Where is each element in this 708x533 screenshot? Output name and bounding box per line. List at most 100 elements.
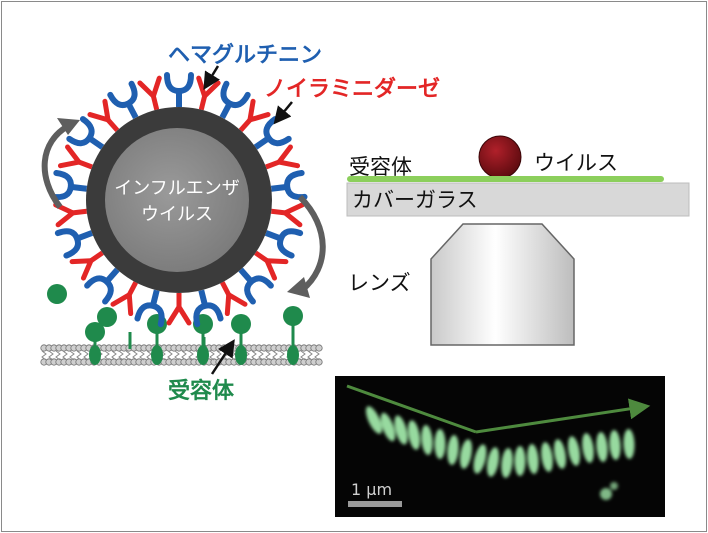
- neuraminidase-spike: [254, 250, 289, 281]
- trajectory-spot: [582, 433, 594, 463]
- lipid-tail: [139, 350, 145, 361]
- neuraminidase-spike: [137, 75, 162, 111]
- trajectory-spot: [486, 447, 500, 477]
- spike-head: [110, 292, 134, 317]
- lipid-tail: [76, 350, 82, 361]
- trajectory-spot: [380, 412, 396, 442]
- trajectory-spot: [596, 432, 608, 462]
- spike-head: [282, 202, 305, 228]
- trajectory-spot: [514, 446, 526, 476]
- lipid-tail: [118, 350, 124, 361]
- lipid-tail: [216, 350, 222, 361]
- spike-head: [284, 170, 308, 201]
- lipid-tail: [83, 350, 89, 361]
- stray-spot: [600, 488, 612, 500]
- spike-head: [264, 258, 289, 281]
- hemagglutinin-spike: [66, 116, 105, 150]
- spike-head: [69, 258, 94, 281]
- virus-particle: [478, 135, 522, 179]
- neuraminidase-spike: [87, 98, 120, 133]
- virus-spikes: [50, 72, 308, 328]
- hemagglutinin-spike: [253, 116, 292, 150]
- lipid-tail: [181, 350, 187, 361]
- spike-head: [137, 75, 162, 99]
- lipid-tail: [209, 350, 215, 361]
- objective-lens: [430, 223, 575, 346]
- receptor-head: [85, 322, 105, 342]
- spike-head: [276, 144, 301, 169]
- trajectory-spot: [609, 430, 621, 460]
- receptor-anchor: [235, 345, 247, 365]
- trajectory-arrow-2: [475, 398, 651, 434]
- rotation-arrow-left: [41, 123, 70, 209]
- lipid-tail: [41, 350, 47, 361]
- trajectory-spot: [365, 406, 383, 434]
- lipid-tail: [265, 350, 271, 361]
- hemagglutinin-pointer: [203, 65, 220, 90]
- spike-head: [276, 228, 304, 259]
- lipid-head: [315, 344, 323, 352]
- spike-head: [66, 116, 95, 147]
- spike-head: [84, 275, 114, 305]
- lipid-tail: [174, 350, 180, 361]
- spike-head: [220, 80, 251, 109]
- receptor-head: [231, 314, 251, 334]
- spike-head: [247, 98, 271, 123]
- virus-label-right: ウイルス: [534, 151, 618, 175]
- virus-core-label-line2: ウイルス: [141, 204, 213, 225]
- scalebar-label: 1 μm: [351, 480, 392, 499]
- lipid-tail: [279, 350, 285, 361]
- hemagglutinin-spike: [219, 80, 251, 120]
- spike-head: [164, 72, 194, 95]
- receptor-anchor: [151, 345, 163, 365]
- rotation-arrow-right: [297, 194, 326, 293]
- neuraminidase-spike: [166, 293, 192, 326]
- trajectory-spot: [459, 439, 473, 469]
- receptor-pointer: [210, 339, 235, 375]
- spike-head: [244, 275, 274, 305]
- trajectory-spot: [541, 442, 553, 472]
- lipid-tail: [307, 350, 313, 361]
- spike-head: [193, 302, 224, 328]
- trajectory-spot: [623, 429, 635, 459]
- spike-head: [196, 75, 221, 99]
- neuraminidase-spike: [238, 98, 271, 133]
- rotation-arrowhead-left: [57, 118, 80, 135]
- hemagglutinin-spike: [134, 289, 165, 328]
- trajectory-arrow-1: [346, 384, 477, 434]
- receptor-head: [283, 306, 303, 326]
- lipid-tail: [111, 350, 117, 361]
- stray-spot: [610, 482, 618, 490]
- cover-glass-label: カバーガラス: [352, 188, 478, 212]
- trajectory-spot: [501, 448, 513, 478]
- trajectory-spot: [394, 415, 408, 445]
- lipid-tail: [258, 350, 264, 361]
- hemagglutinin-spike: [264, 228, 304, 259]
- lipid-tail: [314, 350, 320, 361]
- hemagglutinin-spike: [54, 228, 94, 259]
- cell-membrane: [40, 344, 323, 366]
- trajectory-spot: [527, 444, 539, 474]
- trajectory-spot: [567, 436, 581, 466]
- hemagglutinin-spike: [270, 170, 308, 201]
- neuraminidase-spike: [220, 281, 248, 317]
- trajectory-spots: [365, 406, 635, 500]
- hemagglutinin-spike: [50, 170, 88, 201]
- hemagglutinin-spike: [164, 72, 194, 107]
- hemagglutinin-spike: [107, 80, 139, 120]
- lipid-tail: [69, 350, 75, 361]
- lipid-tail: [125, 350, 131, 361]
- lipid-tail: [251, 350, 257, 361]
- spike-head: [50, 170, 74, 201]
- trajectory-spot: [434, 429, 446, 459]
- receptor-layer: [347, 176, 664, 182]
- trajectory-spot: [553, 439, 567, 469]
- receptor-group: [47, 284, 303, 365]
- neuraminidase-spike: [69, 250, 104, 281]
- spike-head: [224, 292, 248, 317]
- virus-core: [105, 128, 249, 272]
- virus-core-label-line1: インフルエンザ: [114, 178, 239, 199]
- trajectory-spot: [447, 435, 459, 465]
- lipid-tail: [104, 350, 110, 361]
- trajectory-spot: [473, 444, 487, 474]
